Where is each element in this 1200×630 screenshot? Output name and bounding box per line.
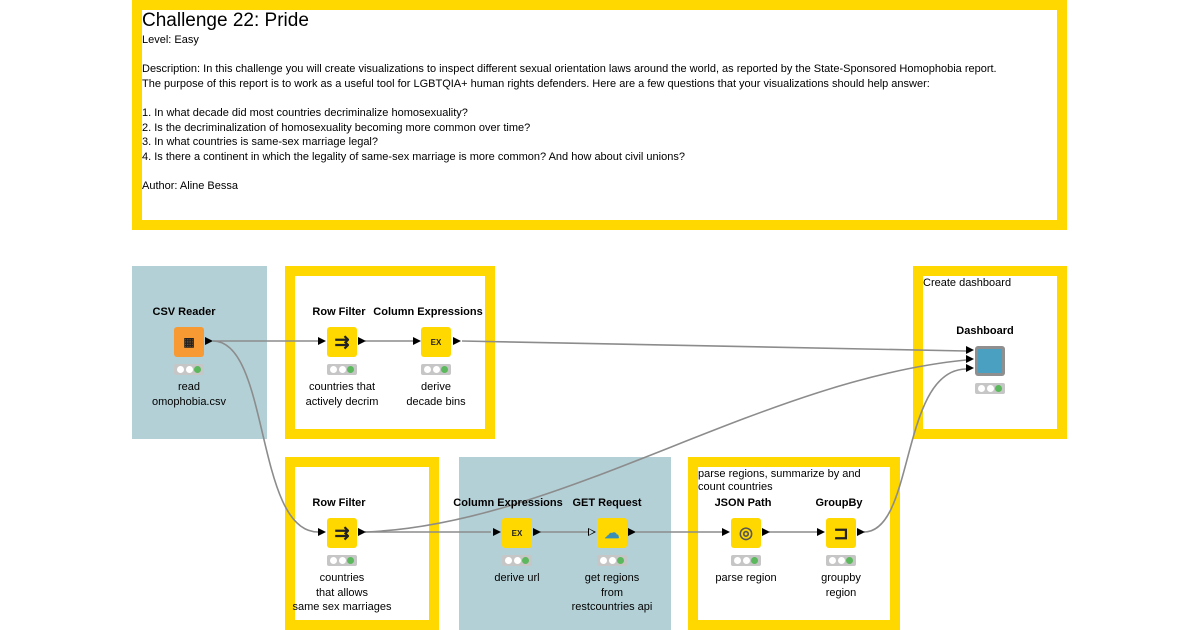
row-filter-2-status: [327, 555, 357, 566]
row-filter-1-status: [327, 364, 357, 375]
get-request-input-port[interactable]: [588, 528, 596, 536]
workflow-description-text: Level: Easy Description: In this challen…: [142, 34, 997, 192]
column-expressions-1-input-port[interactable]: [413, 337, 421, 345]
expression-icon: EX: [511, 528, 523, 538]
column-expressions-1-node[interactable]: EX: [421, 327, 451, 357]
column-expressions-1-label[interactable]: derive decade bins: [406, 381, 466, 408]
json-path-label[interactable]: parse region: [715, 572, 777, 584]
column-expressions-2-output-port[interactable]: [533, 528, 541, 536]
csv-reader-status: [174, 364, 204, 375]
dashboard-input-port-3[interactable]: [966, 364, 974, 372]
rest-api-annotation[interactable]: [459, 457, 671, 630]
row-filter-icon: ⇉: [334, 522, 350, 543]
dashboard-annotation[interactable]: [913, 266, 1067, 439]
dashboard-node[interactable]: [975, 346, 1005, 376]
table-file-reader-icon: ▦: [183, 335, 195, 349]
csv-reader-node[interactable]: ▦: [174, 327, 204, 357]
dashboard-status: [975, 383, 1005, 394]
csv-reader-output-port[interactable]: [205, 337, 213, 345]
dashboard-annotation-label: Create dashboard: [923, 277, 1012, 289]
expression-icon: EX: [430, 337, 442, 347]
row-filter-1-input-port[interactable]: [318, 337, 326, 345]
groupby-label[interactable]: groupby region: [821, 572, 861, 599]
json-path-output-port[interactable]: [762, 528, 770, 536]
row-filter-2-input-port[interactable]: [318, 528, 326, 536]
connection-rowfilter2-to-dashboard: [364, 359, 967, 533]
json-path-status: [731, 555, 761, 566]
get-request-label[interactable]: get regions from restcountries api: [571, 572, 653, 613]
groupby-output-port[interactable]: [857, 528, 865, 536]
groupby-icon: ⊐: [833, 522, 849, 543]
json-path-input-port[interactable]: [722, 528, 730, 536]
json-path-title: JSON Path: [714, 497, 772, 509]
column-expressions-1-title: Column Expressions: [373, 306, 483, 318]
row-filter-1-node[interactable]: ⇉: [327, 327, 357, 357]
connection-colexpr1-to-dashboard: [461, 340, 967, 352]
row-filter-2-label[interactable]: countries that allows same sex marriages: [292, 572, 392, 613]
column-expressions-2-node[interactable]: EX: [502, 518, 532, 548]
csv-reader-title: CSV Reader: [152, 306, 216, 318]
workflow-title: Challenge 22: Pride: [142, 10, 309, 31]
row-filter-1-label[interactable]: countries that actively decrim: [305, 381, 379, 408]
dashboard-input-port-1[interactable]: [966, 346, 974, 354]
groupby-input-port[interactable]: [817, 528, 825, 536]
groupby-title: GroupBy: [815, 497, 863, 509]
row-filter-1-output-port[interactable]: [358, 337, 366, 345]
column-expressions-1-output-port[interactable]: [453, 337, 461, 345]
row-filter-2-title: Row Filter: [312, 497, 366, 509]
row-filter-2-output-port[interactable]: [358, 528, 366, 536]
view-icon: [978, 349, 1002, 373]
groupby-status: [826, 555, 856, 566]
connection-csv-to-rowfilter2: [212, 340, 319, 533]
json-path-icon: ◎: [739, 525, 753, 542]
column-expressions-2-status: [502, 555, 532, 566]
get-request-output-port[interactable]: [628, 528, 636, 536]
column-expressions-1-status: [421, 364, 451, 375]
dashboard-title: Dashboard: [956, 325, 1014, 337]
csv-reader-label[interactable]: read omophobia.csv: [152, 381, 226, 408]
column-expressions-2-label[interactable]: derive url: [494, 572, 540, 584]
cloud-request-icon: ☁: [604, 525, 620, 542]
column-expressions-2-input-port[interactable]: [493, 528, 501, 536]
workflow-description-annotation[interactable]: [132, 0, 1067, 230]
regions-annotation-label: parse regions, summarize by and count co…: [698, 468, 861, 493]
get-request-title: GET Request: [572, 497, 642, 509]
get-request-status: [597, 555, 627, 566]
regions-annotation[interactable]: [688, 457, 900, 630]
json-path-node[interactable]: ◎: [731, 518, 761, 548]
row-filter-2-node[interactable]: ⇉: [327, 518, 357, 548]
groupby-node[interactable]: ⊐: [826, 518, 856, 548]
get-request-node[interactable]: ☁: [597, 518, 627, 548]
dashboard-input-port-2[interactable]: [966, 355, 974, 363]
same-sex-marriage-annotation[interactable]: [285, 457, 439, 630]
connection-groupby-to-dashboard: [863, 368, 967, 533]
row-filter-icon: ⇉: [334, 331, 350, 352]
row-filter-1-title: Row Filter: [312, 306, 366, 318]
decriminalization-annotation[interactable]: [285, 266, 495, 439]
column-expressions-2-title: Column Expressions: [453, 497, 563, 509]
